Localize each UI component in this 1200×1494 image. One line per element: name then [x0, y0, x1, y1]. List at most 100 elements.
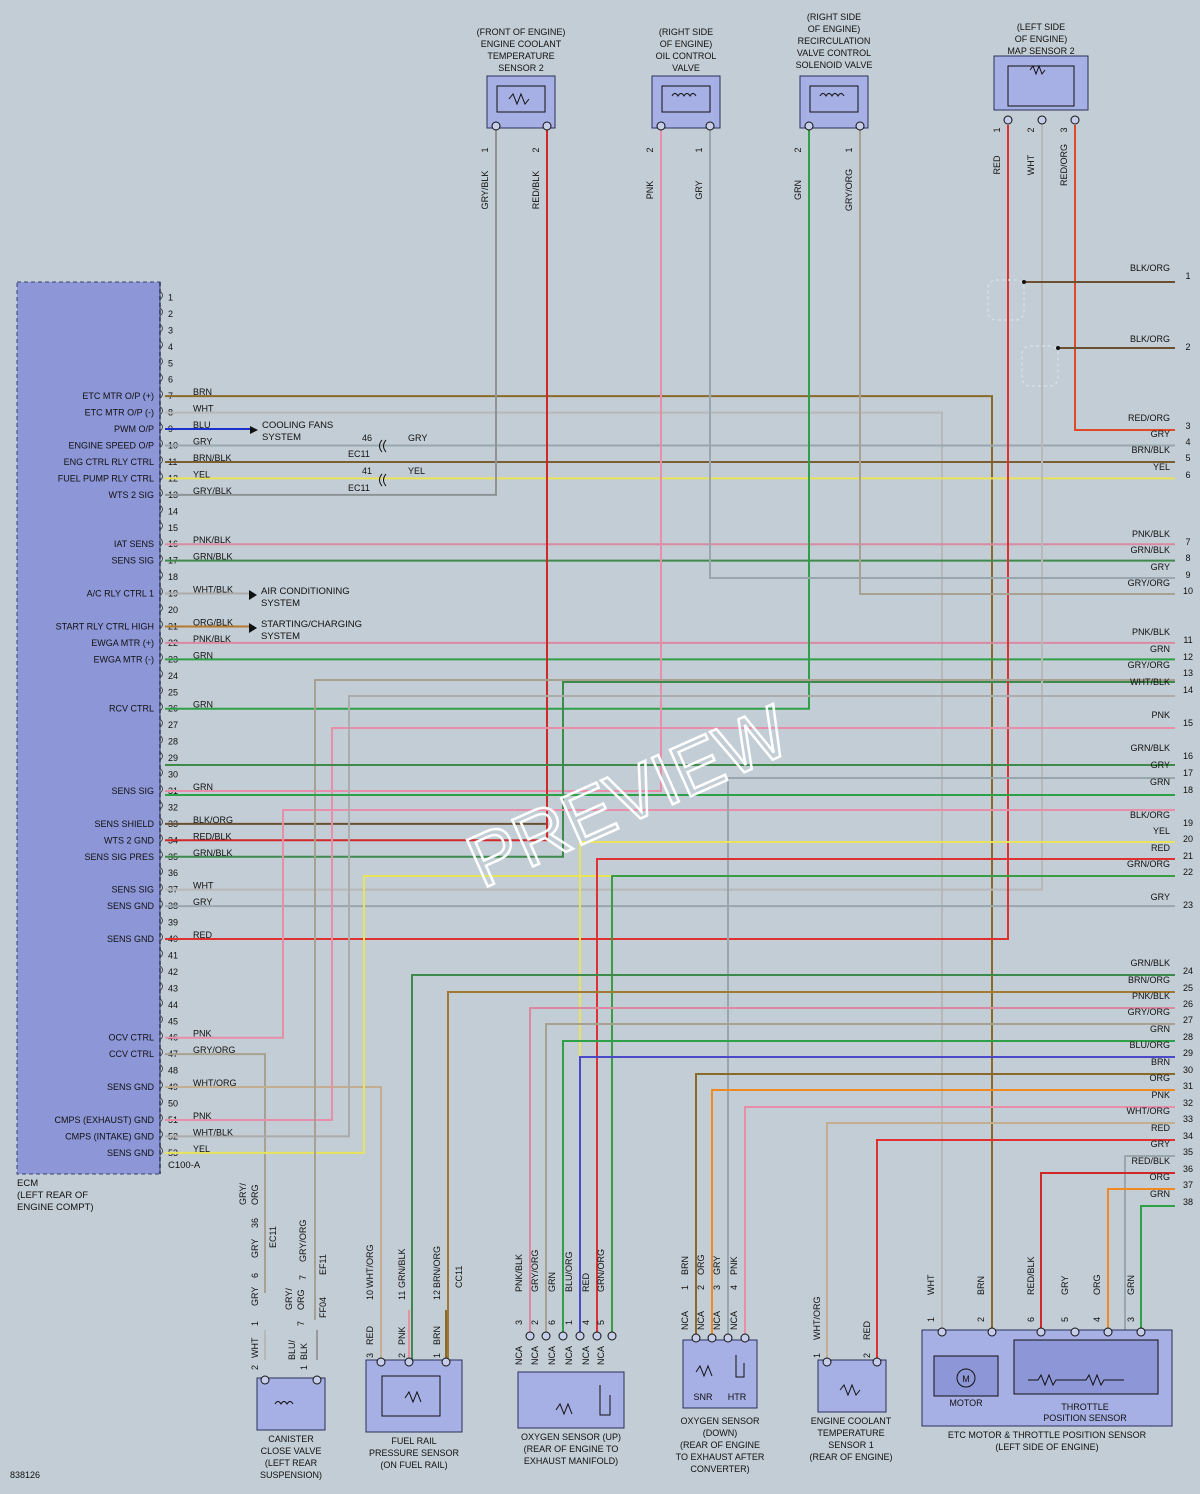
right-wire-color: PNK/BLK: [1132, 627, 1170, 637]
pin-bracket: [159, 1130, 163, 1139]
ocv-body: [651, 75, 721, 129]
right-pin-number: 24: [1183, 966, 1193, 976]
connector-pin: [441, 1357, 451, 1367]
ecm-label: EWGA MTR (-): [94, 654, 155, 664]
tps-label: THROTTLE: [1061, 1402, 1109, 1412]
right-wire-color: GRY: [1151, 1139, 1170, 1149]
ecm-wire-color: WHT: [193, 881, 214, 891]
pin-bracket: [159, 784, 163, 794]
ecm-label: SENS SIG: [111, 885, 154, 895]
bottom-wire-label: BLU/: [287, 1339, 297, 1360]
right-pin-number: 25: [1183, 983, 1193, 993]
bottom-wire-label: PNK: [729, 1256, 739, 1275]
wire-wht-org: [165, 1086, 382, 1360]
connector-pin: [376, 1357, 386, 1367]
map2-caption: MAP SENSOR 2: [1007, 46, 1074, 56]
o2down-caption: CONVERTER): [690, 1464, 749, 1474]
ocv-pin: [656, 121, 666, 131]
svg-text:41: 41: [362, 466, 372, 476]
bottom-wire-label: FF04: [318, 1297, 328, 1318]
wire-brn: [695, 1073, 1175, 1340]
fuelrail-inner: [381, 1375, 441, 1417]
bottom-wire-label: RED: [365, 1325, 375, 1345]
right-wire-color: GRN/BLK: [1130, 545, 1170, 555]
wire-gry-org: [165, 1053, 266, 1293]
canister-caption: (LEFT REAR: [265, 1458, 318, 1468]
right-wire-color: GRN/BLK: [1130, 743, 1170, 753]
ocv-caption: (RIGHT SIDE: [659, 27, 713, 37]
heater-icon: [599, 1385, 611, 1416]
bottom-wire-label: BRN: [432, 1326, 442, 1345]
ecm-label: SENS SHIELD: [94, 819, 154, 829]
right-pin-number: 7: [1185, 537, 1190, 547]
right-wire-color: BLK/ORG: [1130, 334, 1170, 344]
pin-number: 41: [168, 950, 178, 960]
ect2-component: (FRONT OF ENGINE)ENGINE COOLANTTEMPERATU…: [477, 27, 566, 209]
map2-pin: [1070, 115, 1080, 125]
fuelrail-caption: (ON FUEL RAIL): [380, 1460, 447, 1470]
svg-text:EC11: EC11: [348, 483, 370, 493]
wire-pnk: [165, 727, 1175, 1121]
pin-bracket: [159, 1014, 163, 1024]
connector-pin: [541, 1331, 551, 1341]
nca-label: NCA: [530, 1346, 540, 1365]
bottom-wire-label: BRN: [976, 1276, 986, 1295]
rcv-body: [799, 75, 869, 129]
connector-pin: [987, 1327, 997, 1337]
ocv-wire-label: GRY: [694, 180, 704, 199]
wire-wht-blk: [165, 695, 1175, 1138]
bottom-wire-label: 7: [296, 1321, 306, 1326]
connector-pin: [1070, 1327, 1080, 1337]
right-wire-color: BRN/BLK: [1131, 445, 1170, 455]
rcv-wire-label: GRY/ORG: [844, 169, 854, 211]
pin-bracket: [159, 340, 163, 350]
ecm-wire-color: GRY: [193, 437, 212, 447]
pin-number: 29: [168, 753, 178, 763]
pin-bracket: [159, 718, 163, 728]
right-wire-color: ORG: [1149, 1172, 1170, 1182]
pin-bracket: [159, 866, 163, 876]
wire-grn: [1140, 1205, 1175, 1331]
ecm-pin-labels: ETC MTR O/P (+)ETC MTR O/P (-)PWM O/PENG…: [54, 391, 154, 1158]
wires: [165, 125, 1175, 1360]
wire-grn-blk: [165, 681, 1175, 858]
ecm-connector-label: C100-A: [168, 1160, 201, 1171]
connector-pin: [312, 1375, 322, 1385]
pin-bracket: [159, 932, 163, 942]
pin-bracket: [159, 949, 163, 958]
right-wire-color: BLK/ORG: [1130, 810, 1170, 820]
bottom-wire-label: 3: [514, 1320, 524, 1325]
ecm-label: WTS 2 GND: [104, 835, 155, 845]
right-wire-color: GRN/ORG: [1127, 859, 1170, 869]
ecm-wire-color: GRN: [193, 650, 213, 660]
pin-number: 24: [168, 671, 178, 681]
ecm-label: SENS SIG: [111, 786, 154, 796]
motor-label: MOTOR: [949, 1398, 983, 1408]
wire-gry: [1124, 1155, 1175, 1331]
ecm-wire-color: RED: [193, 930, 213, 940]
bottom-wire-label: 10: [365, 1290, 375, 1300]
wire-gry-org: [545, 1023, 1175, 1340]
pin-number: 42: [168, 967, 178, 977]
ecm-wire-color: BRN: [193, 387, 212, 397]
nca-label: NCA: [581, 1346, 591, 1365]
ecm-wire-color: WHT/BLK: [193, 1127, 233, 1137]
map2-pin-number: 1: [992, 127, 1002, 132]
svg-text:GRY: GRY: [408, 433, 427, 443]
rcv-caption: SOLENOID VALVE: [796, 60, 873, 70]
right-wire-color: GRN: [1150, 1189, 1170, 1199]
ect2-caption: ENGINE COOLANT: [481, 39, 562, 49]
ecm-label: PWM O/P: [114, 424, 154, 434]
pin-bracket: [159, 702, 163, 712]
connector-pin: [707, 1333, 717, 1343]
bottom-wire-label: 4: [729, 1285, 739, 1290]
svg-text:EC11: EC11: [348, 449, 370, 459]
pin-bracket: [159, 587, 163, 596]
rcv-caption: VALVE CONTROL: [797, 48, 871, 58]
pin-number: 20: [168, 605, 178, 615]
map2-wire-label: RED/ORG: [1059, 144, 1069, 186]
canister-caption: SUSPENSION): [260, 1470, 322, 1480]
right-pin-number: 27: [1183, 1015, 1193, 1025]
wire-red-org: [1074, 125, 1175, 431]
ect2-inner: [496, 85, 546, 113]
